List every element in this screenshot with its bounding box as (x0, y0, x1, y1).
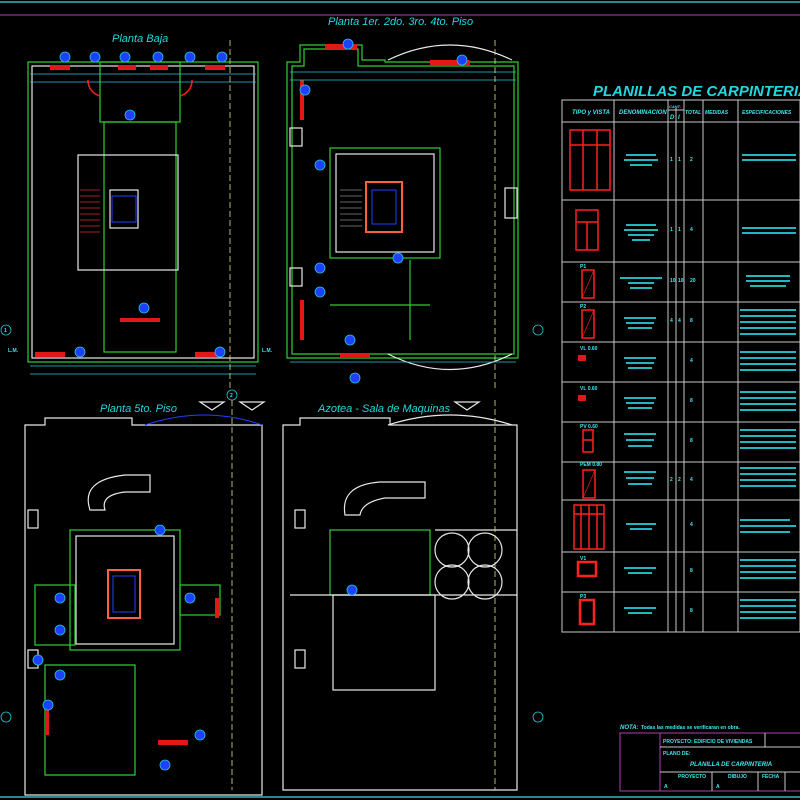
row-cant-i: 10 (678, 278, 684, 284)
carpentry-schedule: PLANILLAS DE CARPINTERIA TIPO y VISTA DE… (561, 83, 800, 633)
plan-title: Planta Baja (112, 33, 168, 45)
col-dibujo: DIBUJO (728, 774, 747, 780)
row-cant-d: 10 (670, 278, 676, 284)
row-cant-d: 2 (670, 477, 673, 483)
row-total: 8 (690, 568, 693, 574)
row-cant-i: 1 (678, 227, 681, 233)
header-denominacion: DENOMINACION (619, 110, 667, 116)
plan-planta-5to: Planta 5to. Piso (24, 400, 266, 796)
plan-title: Planta 5to. Piso (100, 403, 177, 415)
row-tipo: PV 0.60 (580, 424, 598, 430)
note-label: NOTA: (620, 725, 639, 731)
plan-title: Azotea - Sala de Maquinas (317, 403, 451, 415)
header-d: D (670, 115, 675, 121)
row-tipo: V1 (580, 556, 586, 562)
row-tipo: PEM 0.80 (580, 462, 602, 468)
level-label: L.M. (8, 348, 19, 354)
row-cant-i: 4 (678, 318, 681, 324)
val-proyecto: A (664, 784, 668, 790)
plano-title: PLANILLA DE CARPINTERIA (690, 762, 772, 768)
plano-label: PLANO DE: (663, 751, 691, 757)
row-total: 8 (690, 398, 693, 404)
row-total: 8 (690, 438, 693, 444)
row-total: 4 (690, 522, 693, 528)
header-tipo: TIPO y VISTA (572, 110, 610, 116)
row-total: 20 (690, 278, 696, 284)
header-medidas: MEDIDAS (705, 110, 729, 116)
axis-label: 2 (230, 393, 233, 399)
axis-markers: 1 2 L.M. L.M. (0, 324, 544, 723)
row-total: 4 (690, 358, 693, 364)
row-tipo: P3 (580, 594, 586, 600)
plan-azotea: Azotea - Sala de Maquinas (282, 400, 518, 791)
col-proyecto: PROYECTO (678, 774, 706, 780)
val-dibujo: A (716, 784, 720, 790)
header-especificaciones: ESPECIFICACIONES (742, 110, 792, 116)
row-total: 4 (690, 227, 693, 233)
axis-label: 1 (4, 328, 7, 334)
schedule-table (561, 99, 800, 633)
plan-title: Planta 1er. 2do. 3ro. 4to. Piso (328, 16, 473, 28)
col-fecha: FECHA (762, 774, 780, 780)
row-cant-d: 1 (670, 157, 673, 163)
project-name: PROYECTO: EDIFICIO DE VIVIENDAS (663, 739, 753, 745)
row-total: 8 (690, 608, 693, 614)
title-block: PROYECTO: EDIFICIO DE VIVIENDAS PLANO DE… (619, 732, 800, 792)
row-total: 2 (690, 157, 693, 163)
row-tipo: VL 0.60 (580, 346, 598, 352)
row-tipo: P2 (580, 304, 586, 310)
plan-planta-baja: Planta Baja (27, 33, 259, 390)
row-cant-i: 1 (678, 157, 681, 163)
row-cant-i: 2 (678, 477, 681, 483)
schedule-title: PLANILLAS DE CARPINTERIA (593, 83, 800, 100)
plan-planta-pisos: Planta 1er. 2do. 3ro. 4to. Piso (286, 16, 519, 390)
row-tipo: VL 0.60 (580, 386, 598, 392)
header-total: TOTAL (685, 110, 701, 116)
note: NOTA: Todas las medidas se verificaran e… (620, 725, 740, 731)
header-cantidad: CANT. (669, 104, 681, 109)
row-total: 4 (690, 477, 693, 483)
row-total: 8 (690, 318, 693, 324)
row-cant-d: 1 (670, 227, 673, 233)
header-i: I (678, 115, 680, 121)
row-cant-d: 4 (670, 318, 673, 324)
row-tipo: P1 (580, 264, 586, 270)
note-text: Todas las medidas se verificaran en obra… (641, 725, 740, 731)
level-label: L.M. (262, 348, 273, 354)
